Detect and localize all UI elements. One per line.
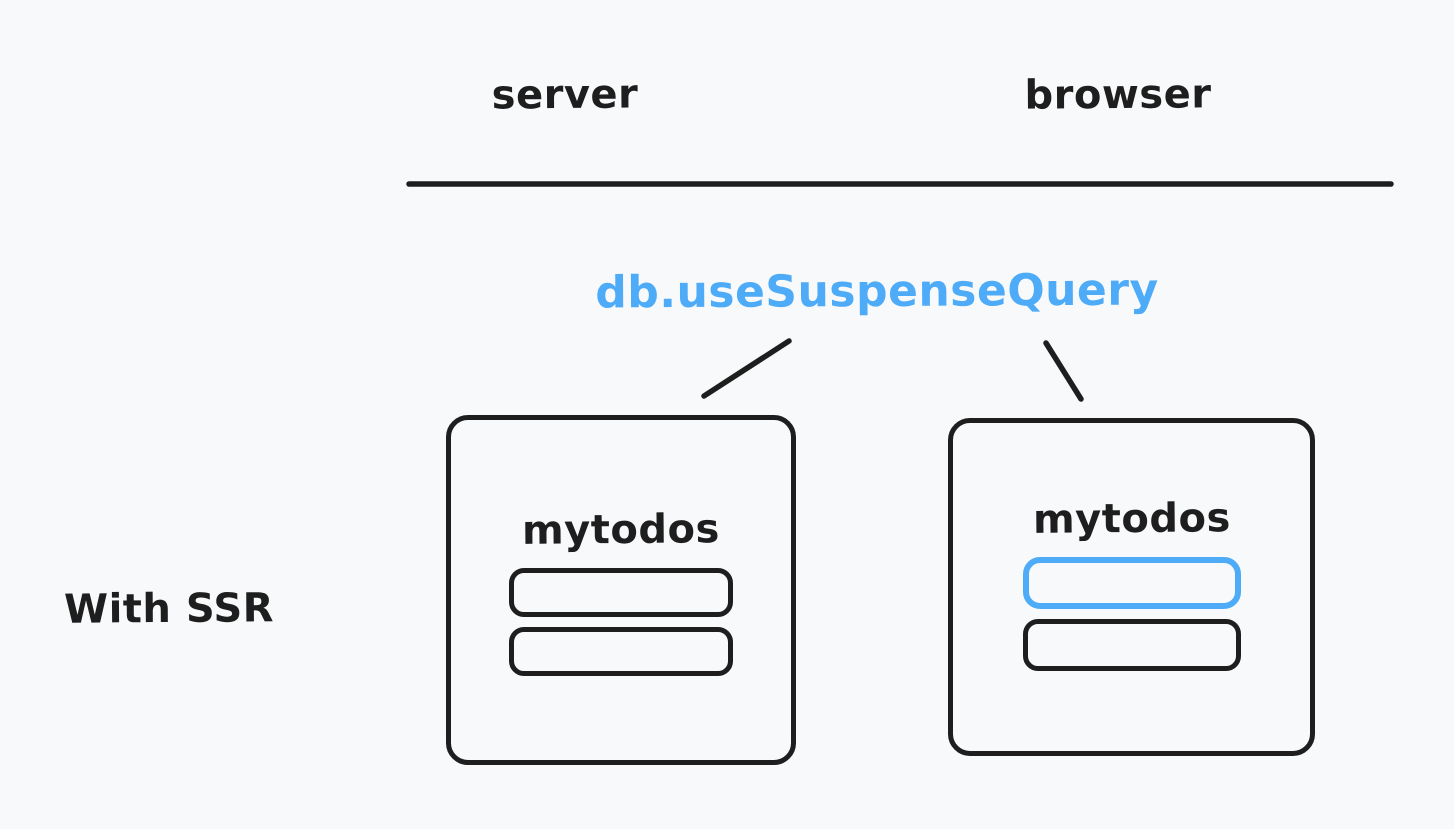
server-mytodos-card: mytodos xyxy=(446,415,796,765)
browser-card-title: mytodos xyxy=(1032,495,1231,543)
server-todo-list xyxy=(451,568,791,676)
todo-item xyxy=(1022,619,1241,671)
connector-to-server-card xyxy=(701,338,792,399)
use-suspense-query-annotation: db.useSuspenseQuery xyxy=(595,264,1159,319)
todo-item xyxy=(509,568,733,617)
server-column-label: server xyxy=(491,71,639,119)
browser-todo-list xyxy=(953,557,1310,671)
browser-mytodos-card: mytodos xyxy=(948,418,1315,756)
with-ssr-row-label: With SSR xyxy=(63,585,275,633)
server-card-title: mytodos xyxy=(521,506,721,554)
browser-column-label: browser xyxy=(1024,71,1212,119)
connector-to-browser-card xyxy=(1043,340,1084,402)
todo-item xyxy=(509,627,733,676)
todo-item-highlighted xyxy=(1022,557,1241,609)
